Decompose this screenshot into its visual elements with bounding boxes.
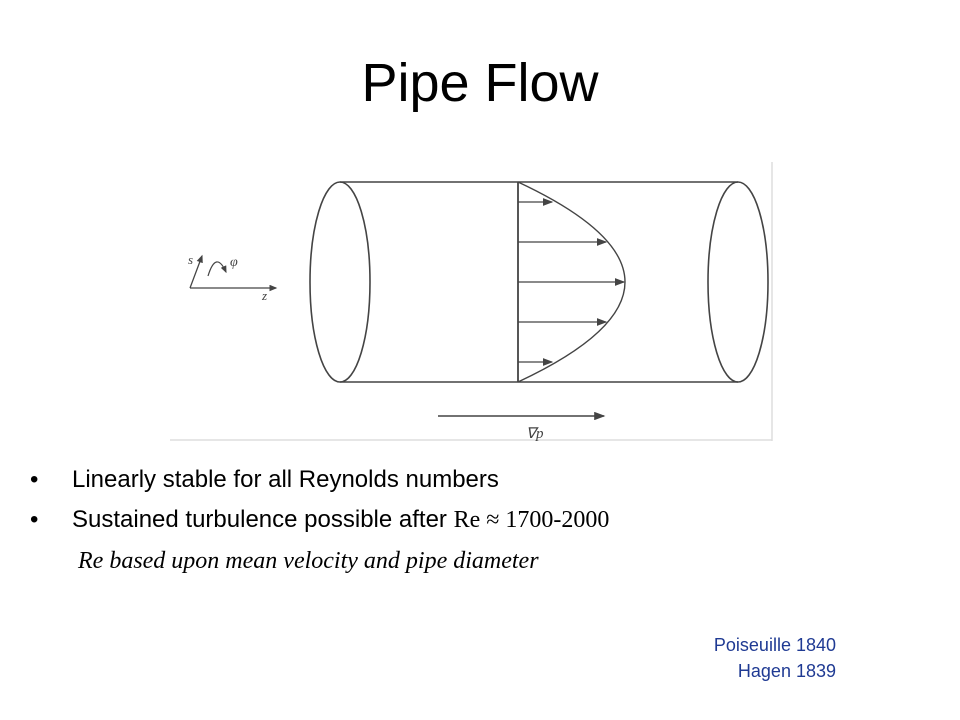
- pressure-gradient-label: ∇p: [526, 426, 544, 442]
- bullet-text: Linearly stable for all Reynolds numbers: [72, 466, 499, 493]
- references: Poiseuille 1840 Hagen 1839: [714, 632, 836, 684]
- bullet-item-turbulence: • Sustained turbulence possible after Re…: [30, 503, 609, 543]
- z-axis-label: z: [261, 288, 267, 303]
- pipe-flow-diagram: s φ z ∇p: [170, 162, 773, 442]
- reference-hagen: Hagen 1839: [737, 661, 836, 681]
- reynolds-range: Re ≈ 1700-2000: [453, 507, 610, 533]
- bullet-list: • Linearly stable for all Reynolds numbe…: [30, 463, 609, 543]
- phi-label: φ: [230, 255, 238, 270]
- bullet-dot: •: [30, 466, 39, 493]
- pipe-outlet-ellipse: [707, 181, 769, 383]
- s-axis-arrow: [189, 254, 203, 289]
- bullet-item-linear-stability: • Linearly stable for all Reynolds numbe…: [30, 463, 609, 503]
- s-axis-label: s: [188, 252, 193, 267]
- reynolds-definition-note: Re based upon mean velocity and pipe dia…: [78, 548, 539, 574]
- bullet-dot: •: [30, 506, 39, 533]
- slide-title: Pipe Flow: [361, 53, 599, 113]
- phi-arc-arrow: [207, 261, 227, 277]
- reference-poiseuille: Poiseuille 1840: [713, 635, 836, 655]
- pipe-inlet-ellipse: [309, 181, 371, 383]
- bullet-text: Sustained turbulence possible after: [72, 506, 454, 533]
